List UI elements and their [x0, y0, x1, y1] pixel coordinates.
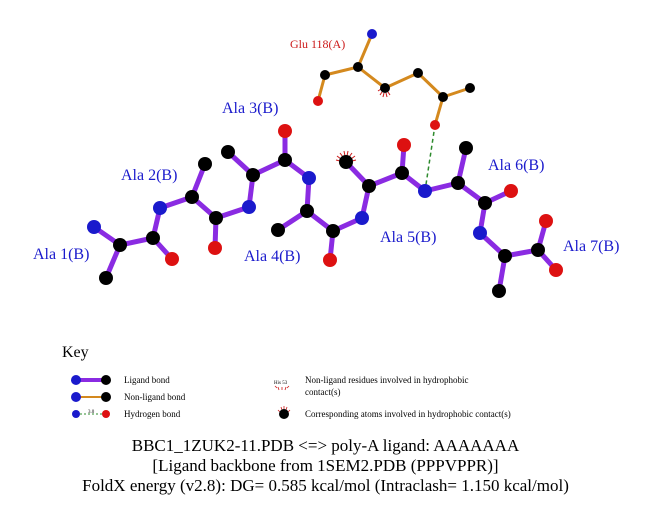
nitrogen-atom — [242, 200, 256, 214]
nitrogen-atom — [418, 184, 432, 198]
nitrogen-atom — [367, 29, 377, 39]
legend-hydrophobic-residue-sample: His 53 — [274, 381, 288, 386]
carbon-atom — [209, 211, 223, 225]
nitrogen-atom — [71, 375, 81, 385]
ala2-label: Ala 2(B) — [121, 167, 177, 184]
carbon-atom — [279, 409, 289, 419]
carbon-atom — [362, 179, 376, 193]
hydrophobic-marks — [335, 88, 391, 162]
carbon-atom — [320, 70, 330, 80]
carbon-atom — [198, 157, 212, 171]
carbon-atom — [101, 392, 111, 402]
oxygen-atom — [323, 253, 337, 267]
ligplot-diagram: Glu 118(A) Ala 1(B) Ala 2(B) Ala 3(B) Al… — [33, 29, 619, 419]
ala3-label: Ala 3(B) — [222, 100, 278, 117]
carbon-atom — [271, 223, 285, 237]
legend-hydrophobic-residue-mark — [274, 385, 290, 391]
legend-non-ligand-bond-label: Non-ligand bond — [124, 392, 186, 402]
carbon-atom — [413, 68, 423, 78]
oxygen-atom — [165, 252, 179, 266]
oxygen-atom — [430, 120, 440, 130]
footer-line-3: FoldX energy (v2.8): DG= 0.585 kcal/mol … — [82, 476, 569, 495]
atoms — [87, 29, 563, 298]
carbon-atom — [380, 83, 390, 93]
carbon-atom — [101, 375, 111, 385]
oxygen-atom — [397, 138, 411, 152]
legend-hydrogen-bond-label: Hydrogen bond — [124, 409, 181, 419]
ala1-label: Ala 1(B) — [33, 246, 89, 263]
ala6-label: Ala 6(B) — [488, 157, 544, 174]
nitrogen-atom — [71, 392, 81, 402]
oxygen-atom — [504, 184, 518, 198]
legend-ligand-bond-label: Ligand bond — [124, 375, 170, 385]
ala7-label: Ala 7(B) — [563, 238, 619, 255]
carbon-atom — [278, 153, 292, 167]
legend-hydrophobic-residues-label-2: contact(s) — [305, 387, 340, 397]
carbon-atom — [300, 204, 314, 218]
non-ligand-bond — [323, 65, 360, 77]
oxygen-atom — [278, 124, 292, 138]
carbon-atom — [478, 196, 492, 210]
non-ligand-bond — [416, 71, 445, 99]
carbon-atom — [326, 224, 340, 238]
ala5-label: Ala 5(B) — [380, 229, 436, 246]
carbon-atom — [339, 155, 353, 169]
carbon-atom — [438, 92, 448, 102]
oxygen-atom — [313, 96, 323, 106]
carbon-atom — [146, 231, 160, 245]
carbon-atom — [492, 284, 506, 298]
carbon-atom — [451, 176, 465, 190]
legend-hydrophobic-residues-label: Non-ligand residues involved in hydropho… — [305, 375, 468, 385]
oxygen-atom — [208, 241, 222, 255]
legend-hbond-distance: 3.0 — [88, 410, 95, 415]
legend-hydrophobic-atoms-label: Corresponding atoms involved in hydropho… — [305, 409, 511, 419]
non-ligand-bond — [383, 71, 420, 90]
nitrogen-atom — [72, 410, 80, 418]
carbon-atom — [221, 145, 235, 159]
key-legend: Key Ligand bond Non-ligand bond 3.0 Hydr… — [62, 344, 511, 419]
footer-line-2: [Ligand backbone from 1SEM2.PDB (PPPVPPR… — [152, 456, 499, 475]
nitrogen-atom — [87, 220, 101, 234]
oxygen-atom — [539, 214, 553, 228]
nitrogen-atom — [153, 201, 167, 215]
carbon-atom — [113, 238, 127, 252]
nitrogen-atom — [302, 171, 316, 185]
carbon-atom — [498, 249, 512, 263]
carbon-atom — [465, 83, 475, 93]
ala4-label: Ala 4(B) — [244, 248, 300, 265]
non-ligand-bond — [356, 32, 374, 69]
hydrogen-bond — [424, 124, 436, 192]
glu118-label: Glu 118(A) — [290, 37, 345, 51]
carbon-atom — [353, 62, 363, 72]
non-ligand-bond — [356, 65, 387, 90]
carbon-atom — [459, 141, 473, 155]
oxygen-atom — [549, 263, 563, 277]
carbon-atom — [395, 166, 409, 180]
carbon-atom — [99, 271, 113, 285]
carbon-atom — [185, 190, 199, 204]
nitrogen-atom — [355, 211, 369, 225]
footer-line-1: BBC1_1ZUK2-11.PDB <=> poly-A ligand: AAA… — [131, 436, 520, 455]
carbon-atom — [246, 168, 260, 182]
oxygen-atom — [102, 410, 110, 418]
key-title: Key — [62, 344, 89, 361]
carbon-atom — [531, 243, 545, 257]
nitrogen-atom — [473, 226, 487, 240]
